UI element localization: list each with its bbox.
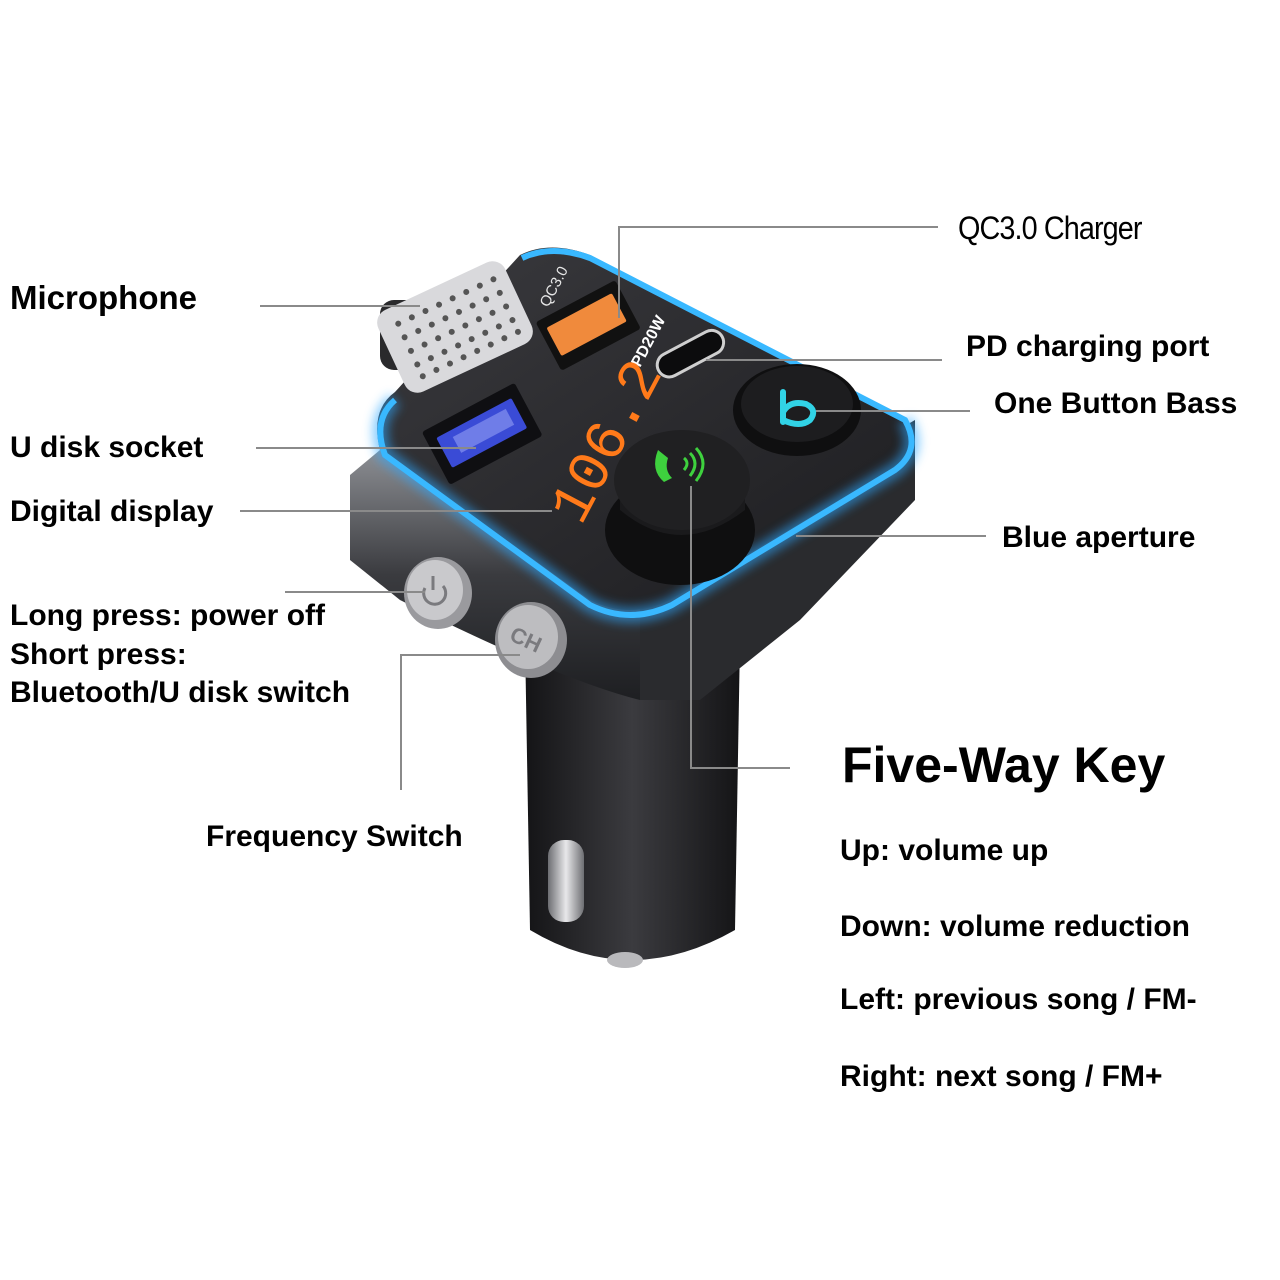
u-disk-usb-port <box>422 383 542 484</box>
leader-qc <box>618 226 938 228</box>
leader-blue-aperture <box>796 535 986 537</box>
label-bass: One Button Bass <box>994 387 1238 420</box>
label-microphone: Microphone <box>10 279 197 316</box>
label-power-short: Short press: <box>10 638 187 671</box>
bass-button[interactable] <box>733 364 861 456</box>
leader-ch-vert <box>400 654 402 790</box>
leader-display <box>240 510 552 512</box>
ch-button[interactable]: CH <box>495 602 567 678</box>
leader-fiveway-vert <box>690 486 692 768</box>
leader-pd <box>706 359 942 361</box>
leader-microphone <box>260 305 420 307</box>
pd-usbc-port <box>655 328 726 379</box>
leader-u-disk <box>256 447 476 449</box>
five-way-key[interactable] <box>605 430 755 585</box>
leader-bass <box>816 410 970 412</box>
label-digital-display: Digital display <box>10 495 214 528</box>
label-pd-port: PD charging port <box>966 330 1210 363</box>
five-way-right: Right: next song / FM+ <box>840 1060 1163 1093</box>
leader-power <box>285 591 425 593</box>
label-blue-aperture: Blue aperture <box>1002 521 1196 554</box>
five-way-left: Left: previous song / FM- <box>840 983 1197 1016</box>
five-way-up: Up: volume up <box>840 834 1049 867</box>
label-power-long: Long press: power off <box>10 599 325 632</box>
microphone-grille <box>377 261 533 393</box>
leader-fiveway <box>690 767 790 769</box>
label-power-switch: Bluetooth/U disk switch <box>10 676 351 709</box>
label-frequency-switch: Frequency Switch <box>206 820 463 853</box>
leader-ch <box>400 654 520 656</box>
power-button[interactable] <box>404 557 472 629</box>
five-way-down: Down: volume reduction <box>840 910 1191 943</box>
five-way-title: Five-Way Key <box>842 737 1166 793</box>
label-qc-charger: QC3.0 Charger <box>958 210 1142 246</box>
qc3-usb-port <box>536 281 640 370</box>
label-u-disk: U disk socket <box>10 431 204 464</box>
leader-qc-vert <box>618 226 620 318</box>
